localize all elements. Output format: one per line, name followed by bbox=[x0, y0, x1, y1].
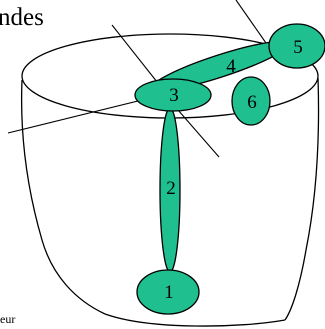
crossing-lines bbox=[8, 0, 266, 157]
container-right-wall bbox=[285, 78, 319, 320]
node-5: 5 bbox=[269, 24, 325, 68]
node-1-label: 1 bbox=[164, 282, 174, 303]
container-left-wall bbox=[22, 80, 105, 314]
container-bottom bbox=[105, 314, 285, 326]
ray-top bbox=[236, 0, 266, 43]
node-6-label: 6 bbox=[247, 92, 257, 113]
node-3-label: 3 bbox=[169, 85, 179, 106]
node-4-label: 4 bbox=[226, 56, 236, 77]
node-5-label: 5 bbox=[293, 37, 303, 58]
diagram-nodes: 4 2 3 5 6 1 bbox=[135, 24, 325, 314]
node-2-label: 2 bbox=[166, 178, 176, 199]
node-1: 1 bbox=[137, 270, 199, 314]
caption-bottom-left: eur bbox=[0, 312, 15, 326]
node-6: 6 bbox=[232, 77, 270, 125]
caption-top-left: ndes bbox=[0, 4, 44, 31]
node-3: 3 bbox=[135, 79, 211, 111]
node-2: 2 bbox=[160, 108, 180, 272]
ray-left bbox=[8, 98, 150, 133]
